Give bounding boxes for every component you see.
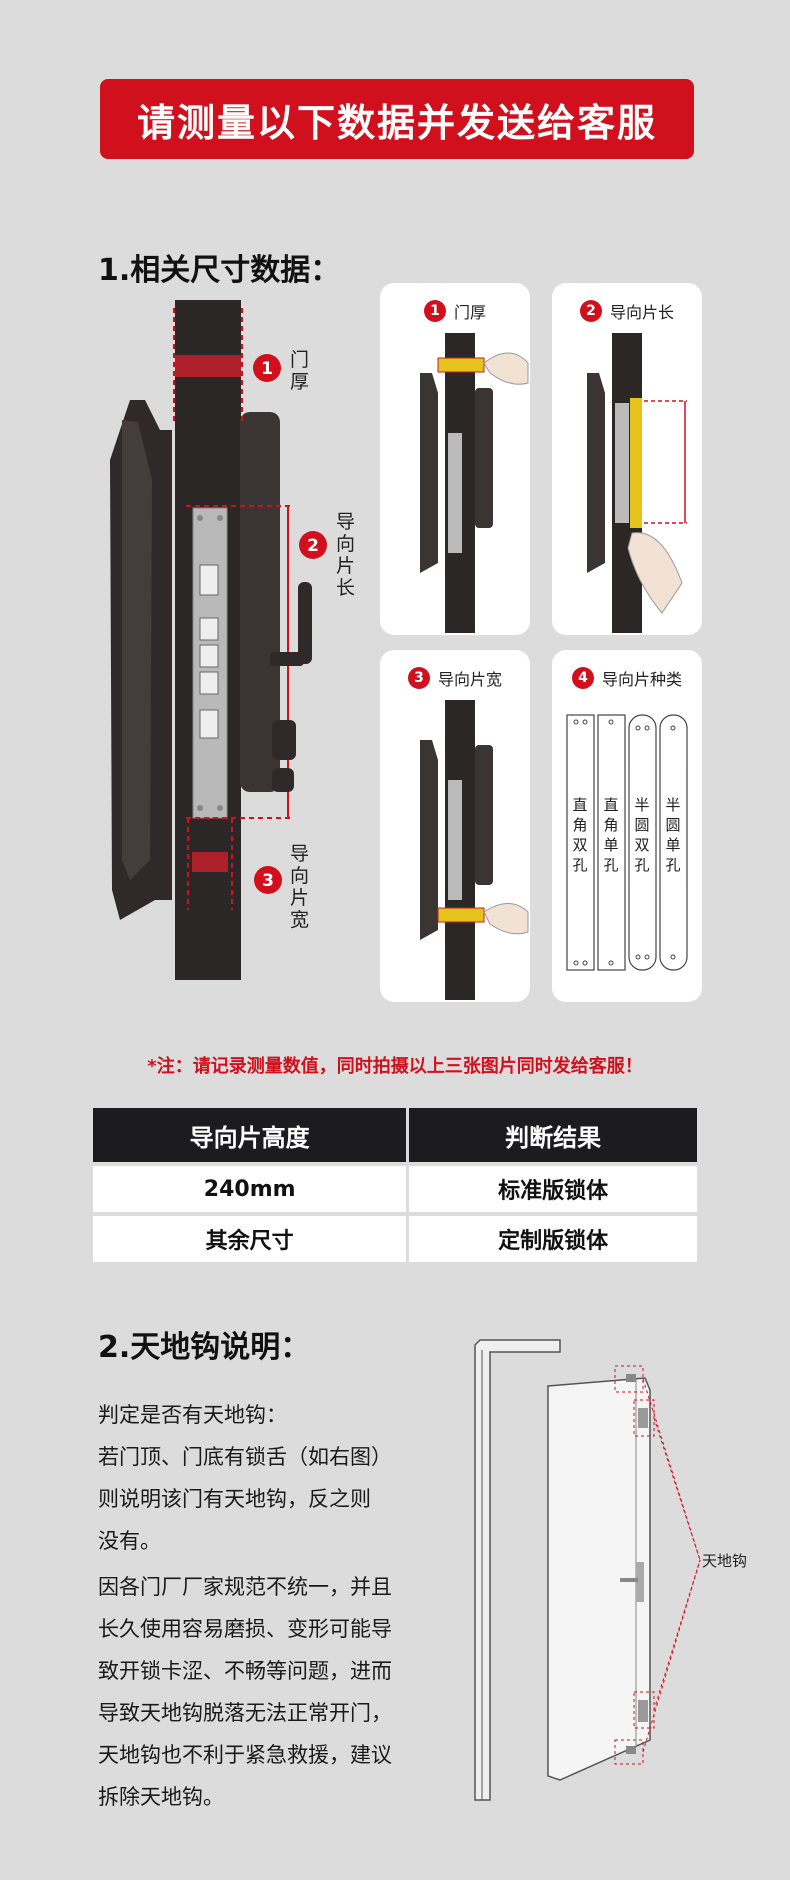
diagram-label-3d: 宽	[290, 909, 309, 931]
diagram-label-2c: 片	[336, 555, 355, 577]
table-cell: 标准版锁体	[409, 1166, 697, 1216]
diagram-label-1a: 门	[290, 349, 309, 371]
para2-line: 长久使用容易磨损、变形可能导	[98, 1617, 392, 1641]
diagram-label-2a: 导	[336, 511, 355, 533]
para2-line: 因各门厂厂家规范不统一，并且	[98, 1575, 392, 1599]
plate4-c3: 单	[665, 836, 680, 854]
diagram-num-3: 3	[262, 871, 274, 891]
table-cell: 其余尺寸	[93, 1216, 407, 1266]
card1-label: 门厚	[453, 303, 486, 322]
card-guide-width: 3 导向片宽	[380, 650, 530, 1002]
header-banner: 请测量以下数据并发送给客服	[100, 79, 694, 159]
para2-line: 导致天地钩脱落无法正常开门，	[98, 1701, 392, 1725]
card3-label: 导向片宽	[437, 670, 502, 689]
card3-num: 3	[407, 667, 430, 689]
plate2-c4: 孔	[603, 856, 618, 874]
plate4-c1: 半	[665, 796, 680, 814]
table-cell: 定制版锁体	[409, 1216, 697, 1266]
section2-title: 2.天地钩说明：	[98, 1330, 311, 1365]
plate3-c4: 孔	[634, 856, 649, 874]
table-row: 其余尺寸 定制版锁体	[93, 1216, 697, 1266]
card2-label: 导向片长	[609, 303, 674, 322]
plate1-c1: 直	[572, 796, 587, 814]
card1-num: 1	[423, 300, 446, 322]
table-cell: 240mm	[93, 1166, 407, 1216]
diagram-num-2: 2	[307, 536, 319, 556]
section1-title: 1.相关尺寸数据：	[98, 253, 341, 288]
card4-num: 4	[571, 667, 594, 689]
para2-line: 拆除天地钩。	[98, 1785, 224, 1809]
para1-line: 若门顶、门底有锁舌（如右图）	[98, 1445, 392, 1469]
paragraph-advice: 因各门厂厂家规范不统一，并且 长久使用容易磨损、变形可能导 致开锁卡涩、不畅等问…	[98, 1566, 428, 1818]
card4-label: 导向片种类	[601, 670, 682, 689]
guide-length-illustration	[587, 333, 687, 633]
result-table: 导向片高度 判断结果 240mm 标准版锁体 其余尺寸 定制版锁体	[90, 1108, 700, 1266]
table-header-row: 导向片高度 判断结果	[93, 1108, 697, 1166]
diagram-label-2b: 向	[336, 533, 355, 555]
banner-title: 请测量以下数据并发送给客服	[136, 100, 657, 145]
plate3-c2: 圆	[634, 816, 649, 834]
plate1-c4: 孔	[572, 856, 587, 874]
lock-diagram: 1 门 厚 2 导 向 片 长 3 导 向 片 宽	[110, 300, 355, 980]
diagram-label-1b: 厚	[290, 371, 309, 393]
paragraph-judge: 判定是否有天地钩： 若门顶、门底有锁舌（如右图） 则说明该门有天地钩，反之则 没…	[98, 1394, 428, 1562]
diagram-label-2d: 长	[336, 577, 355, 599]
plate3-c1: 半	[634, 796, 649, 814]
door-hook-diagram: 天地钩	[474, 1339, 747, 1801]
card2-num: 2	[579, 300, 602, 322]
guide-width-illustration	[420, 700, 529, 1000]
plate4-c4: 孔	[665, 856, 680, 874]
plate2-c1: 直	[603, 796, 618, 814]
para1-line: 没有。	[98, 1529, 161, 1553]
card-door-thickness: 1 门厚	[380, 283, 530, 635]
plate3-c3: 双	[634, 836, 649, 854]
table-row: 240mm 标准版锁体	[93, 1166, 697, 1216]
diagram-label-3b: 向	[290, 865, 309, 887]
plate-types-illustration: 直 角 双 孔 直 角 单 孔 半 圆 双 孔 半 圆 单 孔	[566, 714, 688, 971]
card-guide-length: 2 导向片长	[552, 283, 702, 635]
door-thickness-illustration	[420, 333, 529, 633]
diagram-num-1: 1	[261, 359, 273, 379]
card-guide-type: 4 导向片种类 直 角 双 孔 直 角 单 孔 半 圆 双 孔 半 圆 单 孔	[552, 650, 702, 1002]
para2-line: 致开锁卡涩、不畅等问题，进而	[98, 1659, 392, 1683]
note-text: *注：请记录测量数值，同时拍摄以上三张图片同时发给客服！	[147, 1056, 643, 1077]
plate1-c2: 角	[572, 816, 587, 834]
plate2-c3: 单	[603, 836, 618, 854]
diagram-label-3c: 片	[290, 887, 309, 909]
callout-hook-label: 天地钩	[702, 1552, 747, 1570]
para1-line: 则说明该门有天地钩，反之则	[98, 1487, 371, 1511]
table-header-result: 判断结果	[409, 1108, 697, 1166]
table-header-height: 导向片高度	[93, 1108, 407, 1166]
plate1-c3: 双	[572, 836, 587, 854]
diagram-label-3a: 导	[290, 843, 309, 865]
plate2-c2: 角	[603, 816, 618, 834]
plate4-c2: 圆	[665, 816, 680, 834]
para1-line: 判定是否有天地钩：	[98, 1403, 287, 1427]
para2-line: 天地钩也不利于紧急救援，建议	[98, 1743, 392, 1767]
